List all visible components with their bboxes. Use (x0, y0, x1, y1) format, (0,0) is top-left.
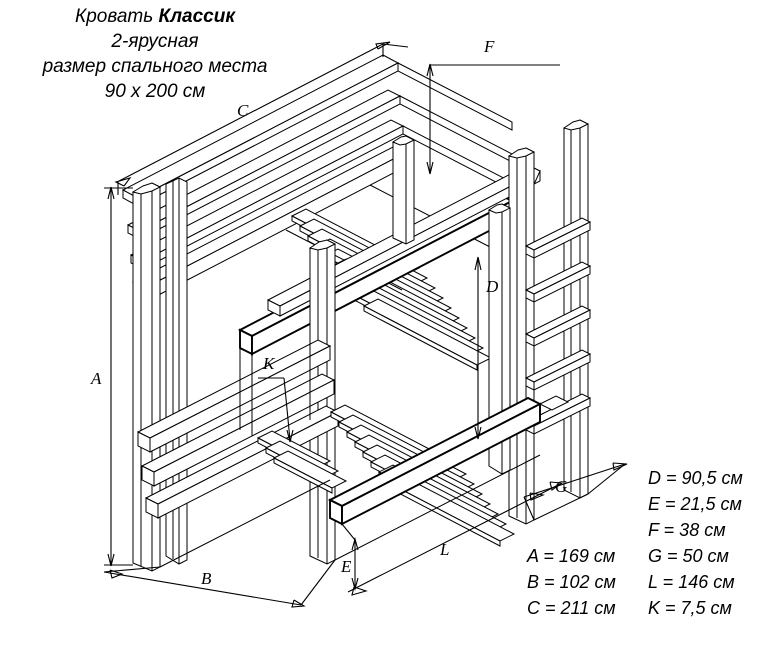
legend-item-G: G = 50 см (648, 546, 729, 566)
bed-structure (121, 54, 592, 572)
ground-reference-lines (159, 454, 589, 568)
dimension-K: K (258, 354, 294, 443)
upper-back-rail-right (397, 62, 518, 194)
title-model-name: Классик (158, 6, 235, 27)
title-line-3: размер спального места (42, 56, 268, 77)
dimension-E: E (340, 523, 359, 592)
title-line-2: 2-ярусная (111, 31, 199, 52)
mid-connector-board (239, 330, 311, 436)
legend-item-D: D = 90,5 см (648, 468, 743, 488)
dimension-label-E: E (340, 557, 352, 576)
dimension-label-F: F (483, 37, 495, 56)
ladder-rungs (524, 217, 592, 435)
title-line-1: Кровать Классик (0, 4, 310, 29)
legend-item-F: F = 38 см (648, 520, 726, 540)
dimension-label-D: D (485, 277, 499, 296)
post-center-back (391, 135, 416, 245)
legend-item-E: E = 21,5 см (648, 494, 742, 514)
dimension-label-A: A (90, 369, 102, 388)
legend-left-column: A = 169 см B = 102 см C = 211 см (527, 543, 616, 621)
upper-far-rail-long (121, 54, 405, 270)
dimension-D: D (474, 256, 499, 440)
dimension-label-K: K (262, 354, 276, 373)
dimension-A: A (90, 186, 133, 567)
legend-item-L: L = 146 см (648, 572, 735, 592)
dimension-label-G: G (555, 477, 567, 496)
legend-item-B: B = 102 см (527, 572, 616, 592)
legend-right-column: D = 90,5 см E = 21,5 см F = 38 см G = 50… (648, 465, 743, 621)
dimension-B: B (103, 559, 336, 608)
legend-item-A: A = 169 см (527, 546, 616, 566)
legend-item-C: C = 211 см (527, 598, 616, 618)
dimension-F: F (426, 37, 560, 175)
legend-item-K: K = 7,5 см (648, 598, 732, 618)
dimension-C: C (114, 41, 409, 195)
dimension-G: G (523, 462, 628, 521)
dimension-label-B: B (201, 569, 212, 588)
title-product-word: Кровать (75, 6, 159, 27)
lower-right-end-panel (538, 395, 570, 422)
title-line-4: 90 x 200 см (104, 81, 206, 102)
page-title: Кровать Классик 2-ярусная размер спально… (0, 4, 310, 104)
dimension-label-L: L (439, 540, 449, 559)
dimension-label-C: C (237, 101, 249, 120)
